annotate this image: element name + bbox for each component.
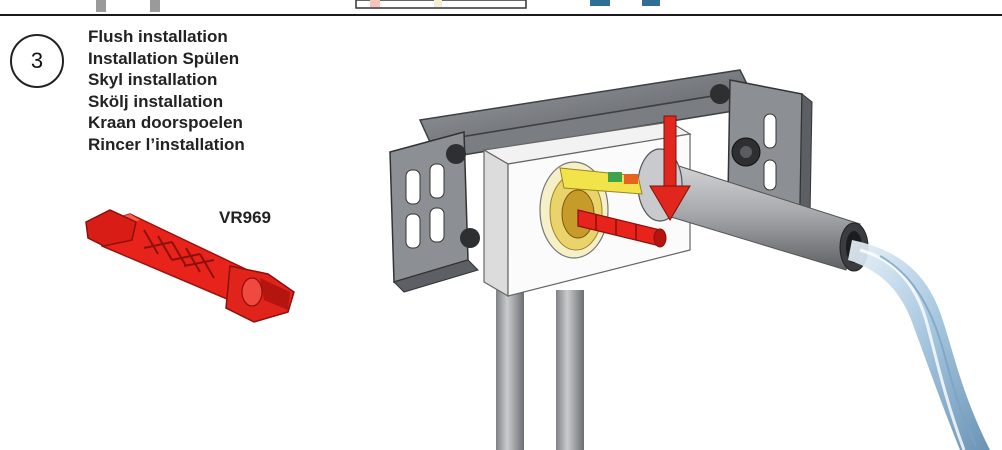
step-number: 3 xyxy=(30,48,44,73)
previous-step-swatch xyxy=(370,0,380,7)
previous-step-swatch xyxy=(434,0,442,7)
right-mounting-bracket xyxy=(710,79,813,217)
instruction-en: Flush installation xyxy=(88,27,228,46)
insert-direction-arrow-icon xyxy=(649,115,691,221)
instruction-no: Skyl installation xyxy=(88,70,218,89)
instruction-nl: Kraan doorspoelen xyxy=(88,113,243,132)
previous-step-pipe xyxy=(96,0,106,12)
previous-step-blue-block xyxy=(642,0,660,6)
part-code-label: VR969 xyxy=(219,208,271,227)
instruction-sv: Skölj installation xyxy=(88,91,224,111)
installation-illustration xyxy=(389,69,990,450)
section-divider xyxy=(0,14,1002,16)
instruction-fr: Rincer l’installation xyxy=(88,134,245,154)
water-flow xyxy=(848,240,990,450)
step-number-badge: 3 xyxy=(10,34,64,88)
instruction-list: Flush installation Installation Spülen S… xyxy=(88,26,245,155)
previous-step-pipe xyxy=(150,0,160,12)
supply-pipes xyxy=(496,290,584,450)
left-mounting-bracket xyxy=(389,131,480,293)
flushing-tool-illustration xyxy=(85,209,295,323)
previous-step-strip xyxy=(96,0,660,12)
valve-insert xyxy=(539,161,643,259)
instruction-de: Installation Spülen xyxy=(88,48,240,68)
previous-step-blue-block xyxy=(590,0,610,6)
flushing-tool-icon xyxy=(85,209,295,323)
inserted-flushing-tool xyxy=(577,209,667,248)
